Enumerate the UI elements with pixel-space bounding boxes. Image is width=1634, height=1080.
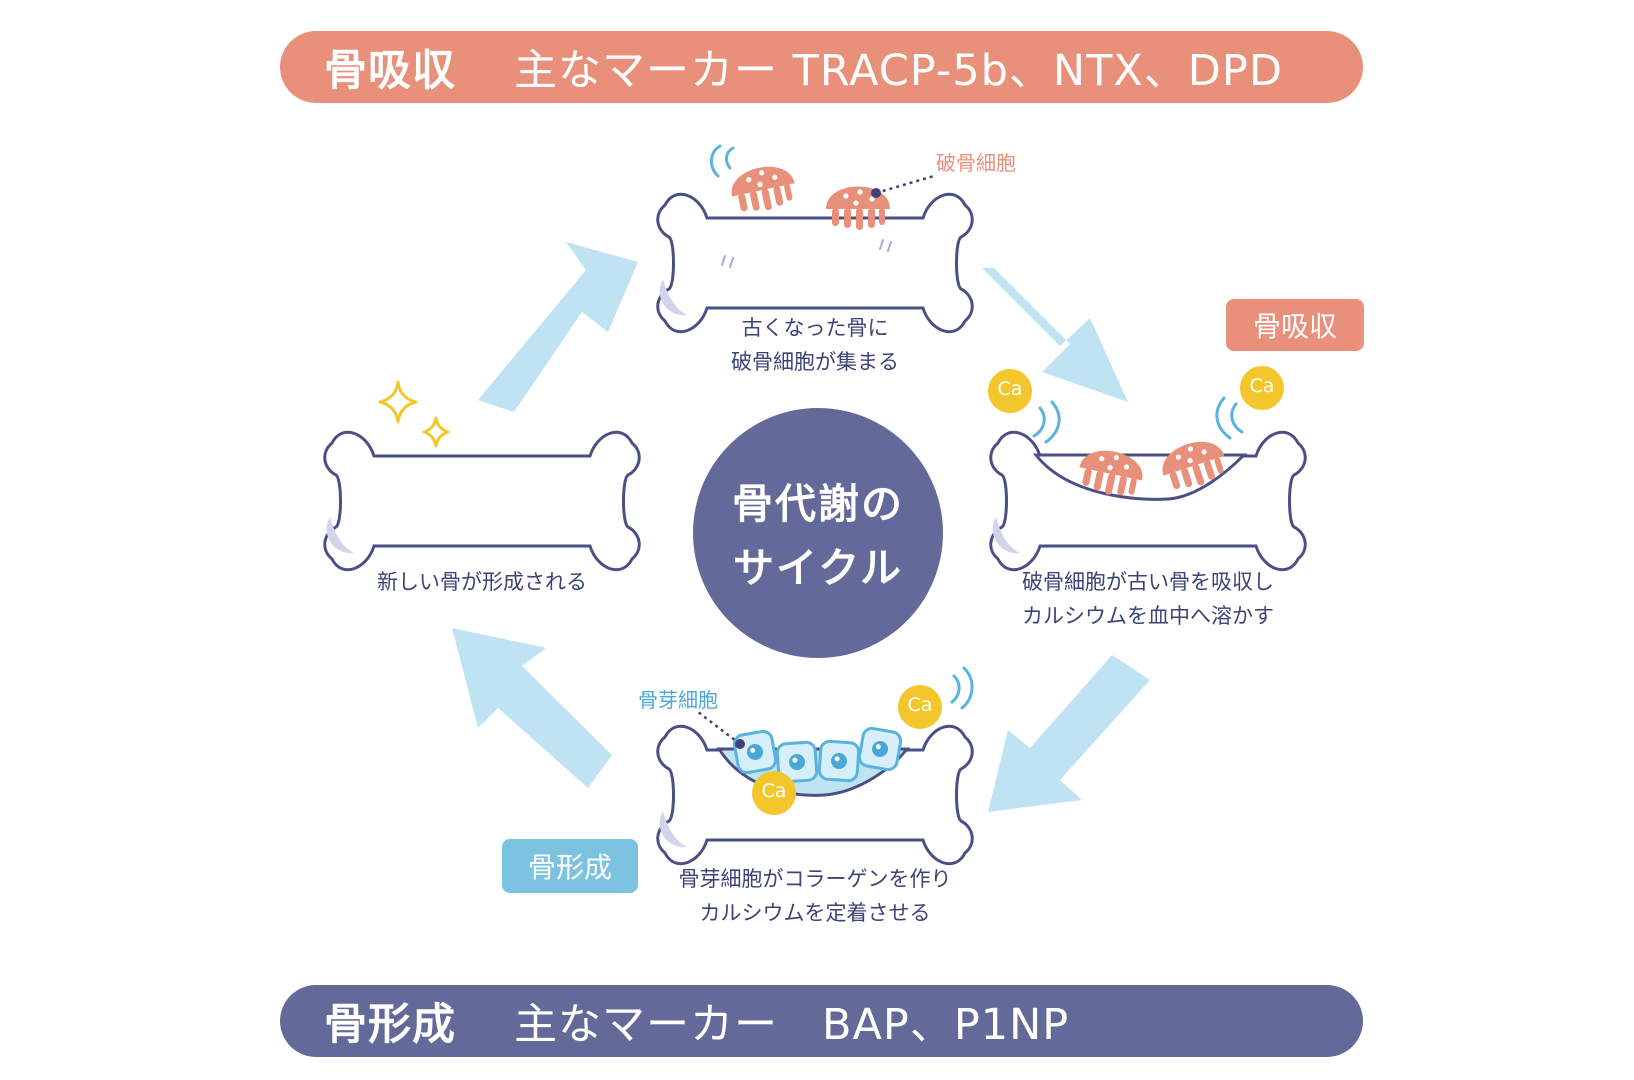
osteoblast-icon [697,711,904,784]
formation-banner-title: 骨形成 [324,1000,456,1050]
calcium-label: Ca [761,780,787,802]
stage-caption-left: 新しい骨が形成される [342,565,622,599]
stage-caption-bottom: 骨芽細胞がコラーゲンを作り カルシウムを定着させる [645,862,985,930]
bone-new [323,430,641,572]
calcium-deposit-icon [752,666,974,815]
formation-banner: 骨形成 主なマーカー BAP、P1NP [280,985,1363,1057]
osteoclast-icon [710,144,935,230]
arrow-left-to-top [478,242,638,412]
stage-caption-bottom-line2: カルシウムを定着させる [699,901,931,925]
osteoclast-label: 破骨細胞 [936,151,1016,175]
center-circle [693,408,943,658]
stage-caption-top-line2: 破骨細胞が集まる [731,350,899,374]
sparkle-icon [378,380,450,448]
cycle-arrows [452,242,1150,812]
calcium-released-icon [988,366,1284,444]
osteoblast-label: 骨芽細胞 [638,688,718,712]
stage-caption-top: 古くなった骨に 破骨細胞が集まる [665,311,965,379]
arrow-top-to-right [982,268,1128,402]
stage-caption-right: 破骨細胞が古い骨を吸収し カルシウムを血中へ溶かす [978,565,1318,633]
bone-resorbing [989,430,1307,572]
stage-caption-top-line1: 古くなった骨に [741,316,889,340]
center-title-line1: 骨代謝の [732,480,904,528]
calcium-label: Ca [997,378,1023,400]
bone-old [656,192,974,334]
stage-caption-right-line1: 破骨細胞が古い骨を吸収し [1022,570,1274,594]
resorption-banner: 骨吸収 主なマーカー TRACP-5b、NTX、DPD [280,31,1363,103]
calcium-label: Ca [1249,375,1275,397]
formation-tag: 骨形成 [502,839,638,893]
center-title-line2: サイクル [733,544,903,592]
arrow-right-to-bottom [988,655,1150,812]
formation-banner-markers: 主なマーカー BAP、P1NP [514,1000,1070,1050]
stage-caption-left-line1: 新しい骨が形成される [377,570,587,594]
stage-caption-bottom-line1: 骨芽細胞がコラーゲンを作り [678,867,952,891]
resorption-banner-markers: 主なマーカー TRACP-5b、NTX、DPD [514,46,1283,96]
stage-caption-right-line2: カルシウムを血中へ溶かす [1022,604,1274,628]
resorption-banner-title: 骨吸収 [324,46,456,96]
calcium-label: Ca [907,694,933,716]
resorption-tag: 骨吸収 [1226,299,1364,351]
arrow-bottom-to-left [452,628,612,788]
center-title: 骨代謝の サイクル [693,472,943,600]
